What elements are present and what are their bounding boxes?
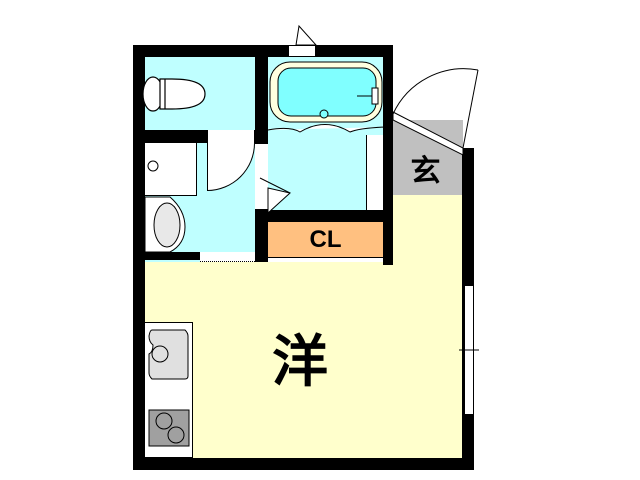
vent-hood-icon [295,24,318,46]
western-room-upper [393,195,463,265]
western-room-label: 洋 [272,330,328,395]
bath-door-swing [267,187,292,215]
wall-cl-left [255,222,268,262]
wall-bath-right [383,45,393,265]
entrance-label: 玄 [410,153,441,189]
toilet-door-opening[interactable] [207,130,255,143]
wash-door-opening[interactable] [200,252,255,262]
bath-right-strip [366,135,383,210]
closet-label: CL [309,226,342,253]
wall-cl-right [383,222,393,264]
faucet-icon [371,87,379,105]
wall-bath-bottom [255,210,393,222]
burner-1-icon [155,412,173,430]
wall-left [133,45,145,470]
sink-drain-icon [151,345,169,363]
wall-bottom [133,458,474,470]
bath-door-opening[interactable] [255,143,268,210]
wash-drain-icon [147,160,159,172]
toilet-bowl-icon [159,78,206,110]
burner-2-icon [167,426,185,444]
wall-wash-bottom [145,252,200,260]
kitchen-sink-icon [148,329,189,380]
drain-icon [319,109,329,119]
western-room [145,262,462,458]
entrance-door-swing [392,68,479,115]
closet [268,222,383,258]
